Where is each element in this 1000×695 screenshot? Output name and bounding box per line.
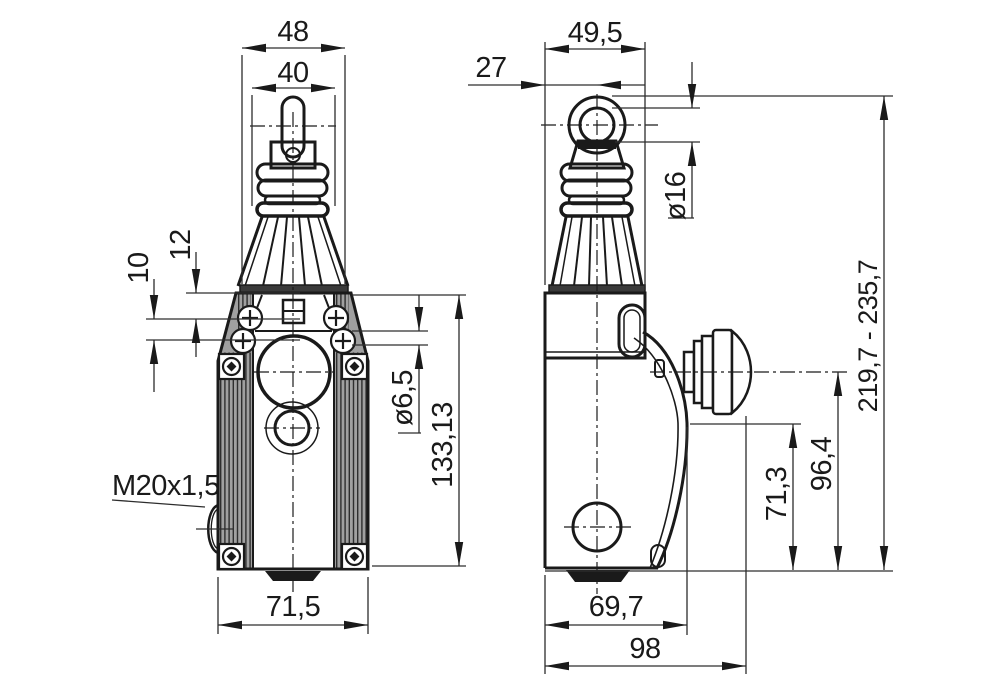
dim-side-button-height: 96,4 bbox=[806, 436, 838, 491]
dim-front-body-width: 71,5 bbox=[266, 591, 320, 623]
dim-front-boot-width: 40 bbox=[277, 57, 308, 89]
dim-side-total-height: 219,7 - 235,7 bbox=[853, 260, 883, 413]
front-view bbox=[196, 95, 370, 592]
dim-front-hole-dia: ø6,5 bbox=[387, 370, 419, 426]
dim-front-hole-spacing: 10 bbox=[123, 252, 155, 283]
side-switch-body bbox=[543, 291, 689, 570]
mounting-screws bbox=[217, 352, 369, 571]
dim-side-eyelet-hole-dia: ø16 bbox=[660, 172, 692, 220]
cable-gland bbox=[196, 503, 234, 555]
cover-screws bbox=[229, 304, 357, 355]
side-rope-guide-cage bbox=[550, 216, 644, 287]
dim-front-offset-top: 12 bbox=[165, 229, 197, 260]
dim-side-eyelet-offset: 27 bbox=[475, 52, 506, 84]
side-view bbox=[541, 94, 851, 594]
dim-side-top-depth: 49,5 bbox=[568, 17, 622, 49]
lever-slot bbox=[617, 303, 647, 359]
dimension-annotations: 48 40 12 10 ø6,5 133,13 71,5 M20x1,5 49,… bbox=[111, 16, 893, 674]
dim-side-cover-height: 71,3 bbox=[761, 467, 793, 521]
dim-front-body-height: 133,13 bbox=[427, 402, 459, 488]
dim-front-top-width: 48 bbox=[277, 16, 308, 48]
dim-side-total-depth: 98 bbox=[629, 633, 660, 665]
side-cover-profile bbox=[642, 330, 689, 569]
label-gland-thread: M20x1,5 bbox=[112, 470, 220, 502]
ring-clamp bbox=[578, 141, 616, 149]
side-bottom-boss bbox=[566, 570, 630, 582]
dim-side-cover-depth: 69,7 bbox=[589, 591, 643, 623]
